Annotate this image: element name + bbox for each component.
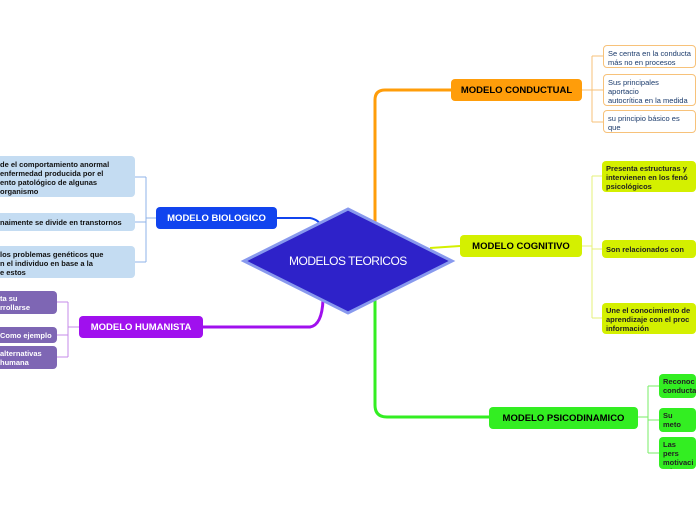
node-modelo-biologico[interactable]: MODELO BIOLOGICO <box>156 207 277 229</box>
leaf-conductual-1[interactable]: Se centra en la conducta más no en proce… <box>603 45 696 68</box>
leaf-humanista-1[interactable]: ta su rrollarse <box>0 291 57 314</box>
leaf-psicodinamico-1[interactable]: Reconoc conducta <box>659 374 696 398</box>
center-title: MODELOS TEORICOS <box>289 254 407 268</box>
leaf-biologico-1[interactable]: de el comportamiento anormal enfermedad … <box>0 156 135 197</box>
connector-biologico-leaves <box>135 176 156 263</box>
connector-humanista-leaves <box>57 301 79 358</box>
leaf-psicodinamico-3[interactable]: Las pers motivaci relevant <box>659 437 696 469</box>
leaf-biologico-3[interactable]: los problemas genéticos que n el individ… <box>0 246 135 278</box>
leaf-cognitivo-3[interactable]: Une el conocimiento de aprendizaje con e… <box>602 303 696 334</box>
leaf-humanista-3[interactable]: alternativas humana <box>0 346 57 369</box>
leaf-humanista-2[interactable]: Como ejemplo <box>0 327 57 343</box>
connector-humanista <box>203 299 325 329</box>
leaf-biologico-2[interactable]: naimente se divide en transtornos <box>0 213 135 231</box>
connector-psicodinamico <box>373 300 489 419</box>
connector-psicodinamico-leaves <box>638 385 659 454</box>
leaf-conductual-3[interactable]: su principio básico es que desequilibrad… <box>603 110 696 133</box>
connector-cognitivo-leaves <box>582 175 602 319</box>
node-modelo-psicodinamico[interactable]: MODELO PSICODINAMICO <box>489 407 638 429</box>
connector-cognitivo <box>429 245 461 249</box>
leaf-cognitivo-2[interactable]: Son relacionados con <box>602 240 696 258</box>
node-modelo-conductual[interactable]: MODELO CONDUCTUAL <box>451 79 582 101</box>
node-modelo-cognitivo[interactable]: MODELO COGNITIVO <box>460 235 582 257</box>
leaf-psicodinamico-2[interactable]: Su meto casos <box>659 408 696 432</box>
leaf-cognitivo-1[interactable]: Presenta estructuras y intervienen en lo… <box>602 161 696 192</box>
node-modelo-humanista[interactable]: MODELO HUMANISTA <box>79 316 203 338</box>
leaf-conductual-2[interactable]: Sus principales aportacio autocrítica en… <box>603 74 696 106</box>
center-diamond[interactable] <box>240 207 456 315</box>
connector-conductual-leaves <box>582 55 603 123</box>
connector-conductual <box>373 88 451 225</box>
